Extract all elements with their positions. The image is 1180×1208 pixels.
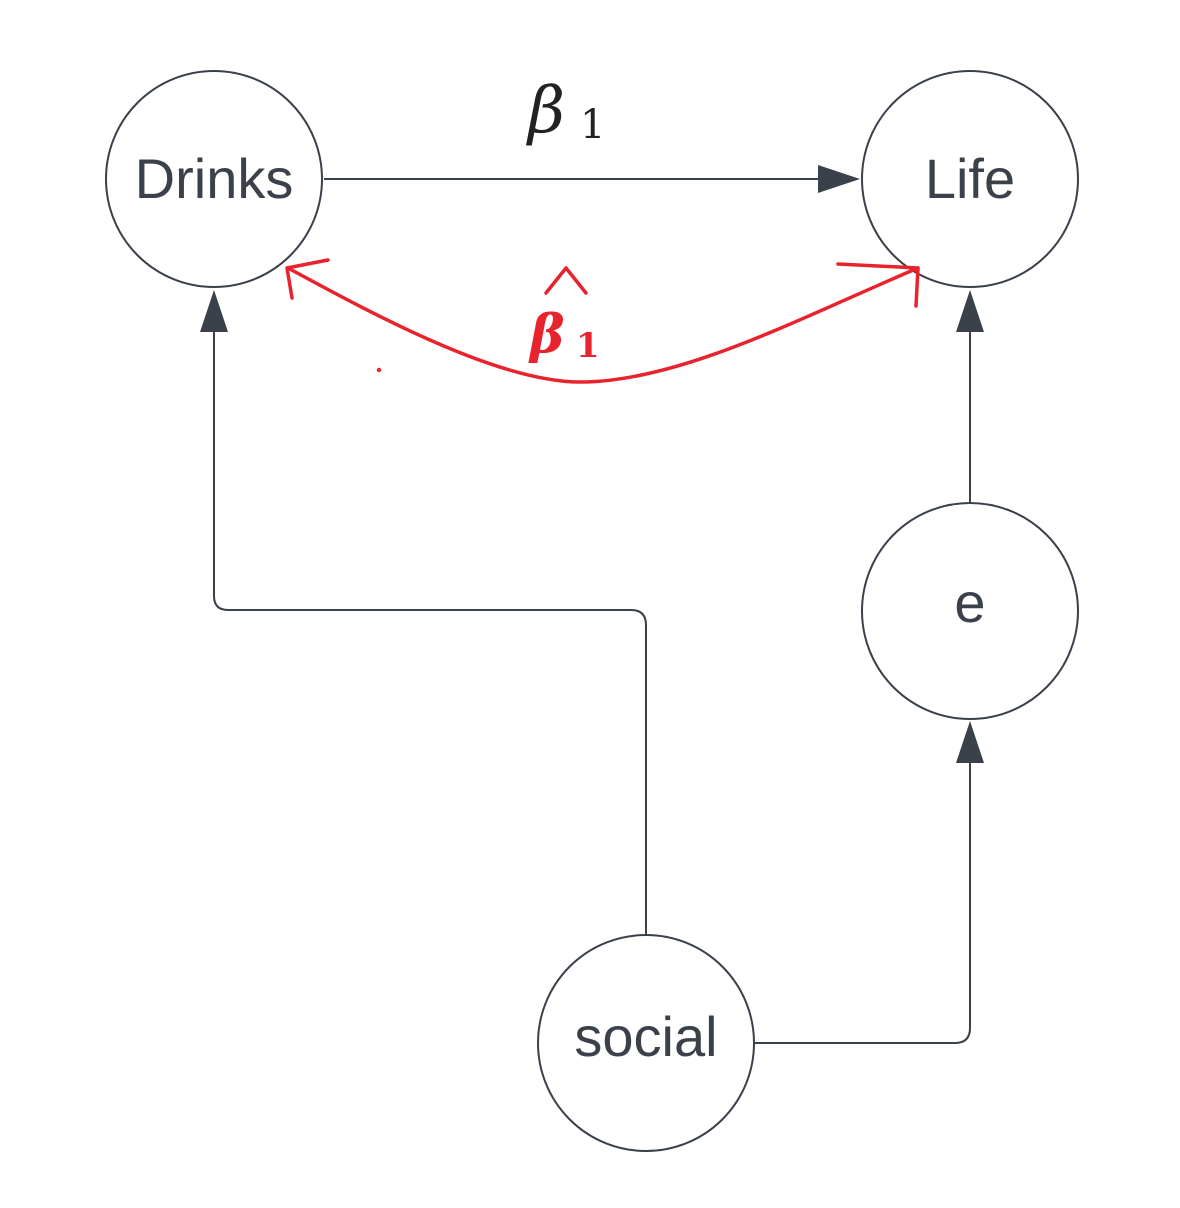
arrowhead-drinks xyxy=(200,290,228,332)
red-annotation: β 1 xyxy=(285,258,920,384)
red-dot xyxy=(376,367,382,373)
arrowhead-life-bottom xyxy=(956,290,984,332)
node-social-label: social xyxy=(574,1005,717,1068)
edge-drinks-to-life xyxy=(324,165,860,193)
edge-social-to-e xyxy=(755,721,984,1044)
node-e: e xyxy=(861,502,1079,720)
arrowhead-life xyxy=(818,165,860,193)
edge-e-to-life xyxy=(956,290,984,502)
arrowhead-e xyxy=(956,721,984,763)
beta-symbol: β xyxy=(526,74,565,148)
node-life: Life xyxy=(861,70,1079,288)
beta-hat-symbol: β xyxy=(528,304,565,365)
node-drinks: Drinks xyxy=(105,70,323,288)
node-life-label: Life xyxy=(925,147,1015,210)
red-arrowhead-left xyxy=(285,258,330,300)
node-e-label: e xyxy=(954,571,985,634)
beta-hat-subscript: 1 xyxy=(576,326,600,366)
red-arrowhead-right xyxy=(836,262,920,308)
edge-social-to-drinks xyxy=(200,290,647,935)
node-social: social xyxy=(537,934,755,1152)
red-hat xyxy=(544,266,588,295)
beta-label: β 1 xyxy=(526,74,605,148)
red-curved-arrow xyxy=(286,266,920,384)
node-drinks-label: Drinks xyxy=(135,147,294,210)
beta-subscript: 1 xyxy=(580,102,605,148)
